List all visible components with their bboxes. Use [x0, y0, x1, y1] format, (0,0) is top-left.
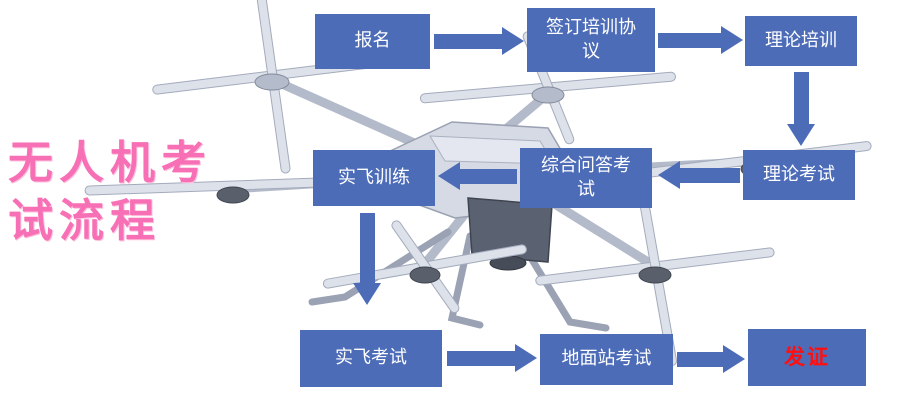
flow-node-qa-exam-label: 综合问答考试 [541, 154, 631, 200]
arrow-signup-to-agreement [434, 26, 524, 56]
flow-node-ground-station-exam-label: 地面站考试 [561, 348, 652, 370]
arrow-shaft [460, 168, 517, 184]
flow-node-theory-training-label: 理论培训 [765, 29, 837, 51]
arrow-flight-exam-to-ground-station-exam [447, 343, 537, 373]
flow-node-flight-exam-label: 实飞考试 [335, 347, 407, 369]
flow-node-signup: 报名 [315, 14, 430, 69]
flow-node-signup-label: 报名 [354, 30, 391, 52]
flow-node-theory-exam: 理论考试 [743, 150, 855, 200]
flow-node-agreement-label: 签订培训协议 [546, 16, 636, 62]
arrow-shaft [658, 32, 721, 48]
arrow-flight-training-to-flight-exam [352, 213, 382, 305]
arrow-shaft [447, 350, 515, 366]
flow-node-ground-station-exam: 地面站考试 [540, 334, 673, 385]
flow-node-theory-exam-label: 理论考试 [763, 163, 835, 185]
flow-node-flight-exam: 实飞考试 [300, 330, 442, 387]
flow-node-agreement: 签订培训协议 [527, 8, 655, 72]
flow-node-certificate: 发证 [748, 329, 866, 386]
flow-node-qa-exam: 综合问答考试 [520, 148, 652, 208]
arrow-right-head-icon [502, 27, 524, 55]
arrow-shaft [359, 213, 375, 283]
arrow-ground-station-exam-to-certificate [677, 344, 745, 374]
arrow-theory-training-to-theory-exam [786, 72, 816, 146]
arrow-left-head-icon [438, 162, 460, 190]
arrow-down-head-icon [353, 283, 381, 305]
flow-node-flight-training: 实飞训练 [313, 150, 435, 206]
flow-node-certificate-label: 发证 [784, 345, 830, 370]
arrow-theory-exam-to-qa-exam [658, 160, 740, 190]
arrow-right-head-icon [515, 344, 537, 372]
arrow-shaft [793, 72, 809, 124]
flow-node-flight-training-label: 实飞训练 [338, 166, 410, 188]
flow-node-theory-training: 理论培训 [745, 16, 857, 66]
arrow-right-head-icon [723, 345, 745, 373]
page-title-line2: 试流程 [8, 193, 162, 247]
arrow-left-head-icon [658, 161, 680, 189]
arrow-down-head-icon [787, 124, 815, 146]
arrow-shaft [677, 351, 723, 367]
arrow-shaft [680, 167, 740, 183]
arrow-shaft [434, 33, 502, 49]
page-title: 无人机考 试流程 [8, 134, 212, 249]
arrow-agreement-to-theory-training [658, 25, 743, 55]
page-title-line1: 无人机考 [8, 136, 213, 189]
arrow-right-head-icon [721, 26, 743, 54]
arrow-qa-exam-to-flight-training [438, 161, 517, 191]
